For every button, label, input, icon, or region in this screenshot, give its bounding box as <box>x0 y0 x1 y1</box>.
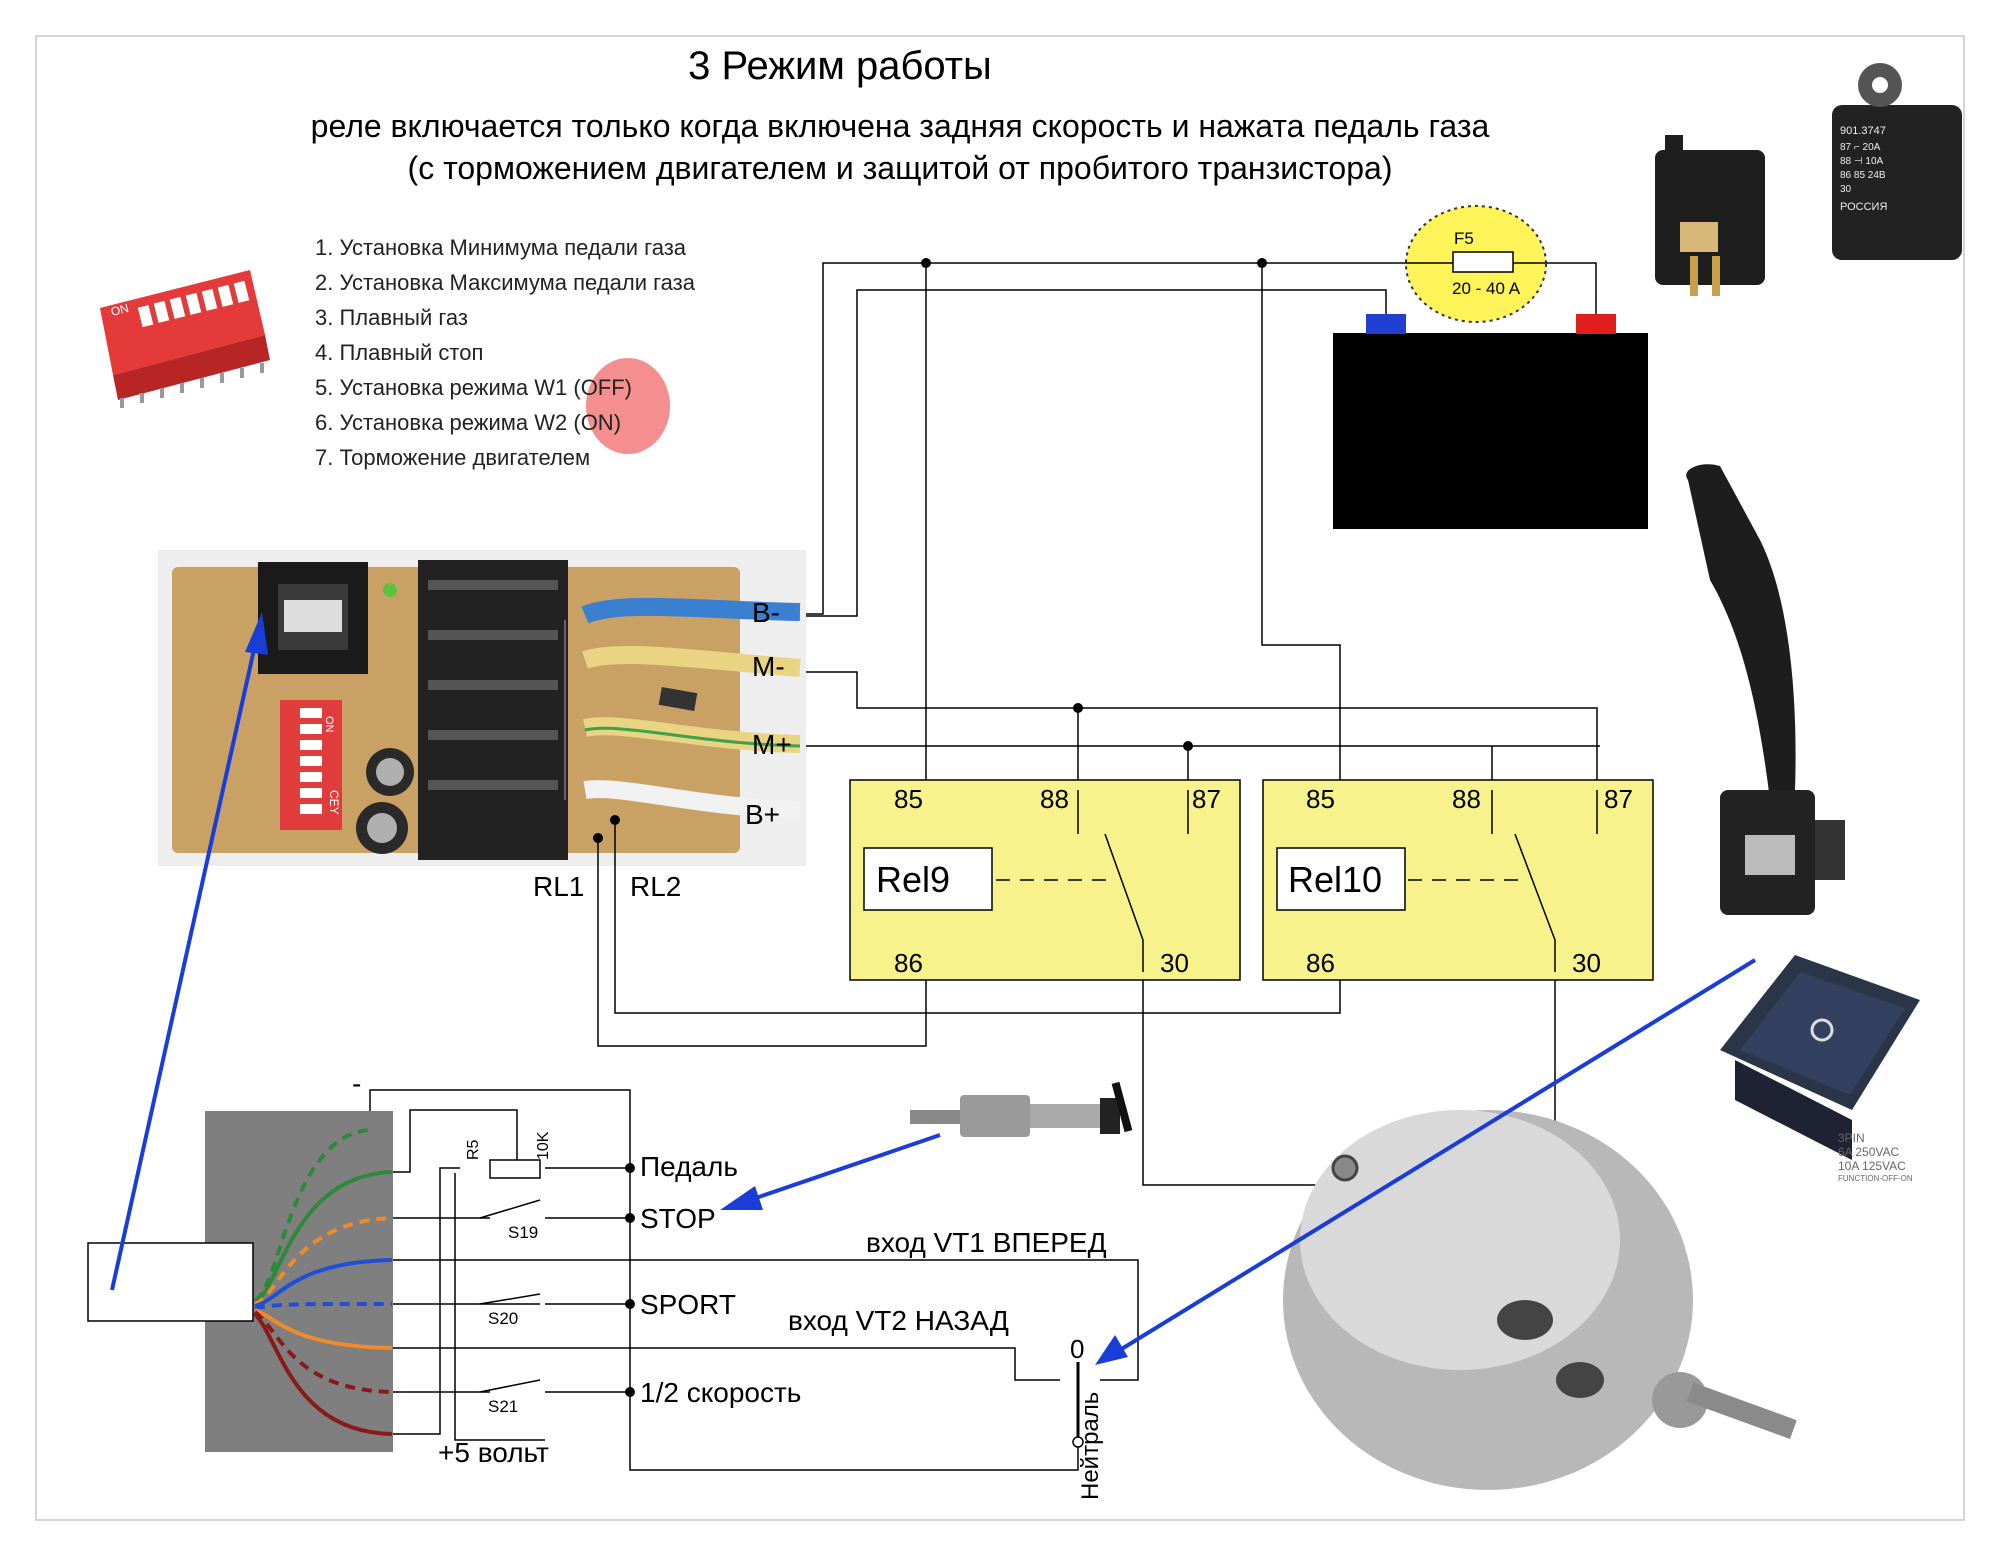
label-m-plus: M+ <box>752 729 792 760</box>
label-s20: S20 <box>488 1309 518 1328</box>
rocker-spec-4: FUNCTION-OFF-ON <box>1838 1174 1913 1183</box>
dip-photo-on-label: ON <box>109 301 130 319</box>
board-dip-on: ON <box>323 716 335 733</box>
battery-positive-terminal <box>1576 314 1616 334</box>
wire-junctions <box>593 258 1267 1397</box>
relay-photo-row3: 86 85 24В <box>1840 170 1886 181</box>
pin-88: 88 <box>1452 784 1481 814</box>
resistor-r5: R5 10K <box>465 1130 552 1179</box>
connector-minus: - <box>352 1068 361 1099</box>
blue-arrows <box>110 612 1757 1365</box>
heatsink <box>418 560 568 860</box>
relay-photo-black <box>1655 135 1765 296</box>
relay-photo-brand: РОССИЯ <box>1840 201 1887 213</box>
note-1: 1. Установка Минимума педали газа <box>315 235 687 260</box>
label-input-vt2: вход VT2 НАЗАД <box>788 1305 1009 1336</box>
rocker-spec-3: 10A 125VAC <box>1838 1159 1906 1173</box>
note-2: 2. Установка Максимума педали газа <box>315 270 695 295</box>
pedal-sensor-photo <box>910 1081 1133 1137</box>
relay-photo-labeled: 901.3747 87 ⌐ 20A 88 ⊣ 10A 86 85 24В 30 … <box>1832 63 1962 260</box>
dip-photo-dp-label: DP <box>197 267 217 285</box>
label-s21: S21 <box>488 1397 518 1416</box>
label-stop: STOP <box>640 1203 716 1234</box>
page-title: 3 Режим работы <box>688 44 992 88</box>
pin-86: 86 <box>1306 948 1335 978</box>
note-3: 3. Плавный газ <box>315 305 469 330</box>
label-rl1: RL1 <box>533 871 584 902</box>
board-dip-switch: ON CEY <box>280 700 342 830</box>
battery <box>1333 314 1648 529</box>
dc-motor-photo <box>1283 1110 1797 1490</box>
fuse-rating: 20 - 40 A <box>1452 279 1521 298</box>
relay-photo-row4: 30 <box>1840 184 1852 195</box>
label-pedal: Педаль <box>640 1151 738 1182</box>
label-zero: 0 <box>1070 1334 1084 1364</box>
relay-photo-row2: 88 ⊣ 10A <box>1840 156 1884 167</box>
rj45-socket-icon <box>258 562 368 674</box>
relay-photo-row1: 87 ⌐ 20A <box>1840 142 1881 153</box>
control-connector <box>87 1111 393 1452</box>
page-subtitle-line1: реле включается только когда включена за… <box>310 108 1490 144</box>
label-plus5v: +5 вольт <box>438 1437 549 1468</box>
fuse: F5 20 - 40 A <box>1405 205 1547 323</box>
label-sport: SPORT <box>640 1289 736 1320</box>
mode-highlight <box>586 358 670 454</box>
stalk-switch-photo <box>1686 464 1845 915</box>
battery-negative-terminal <box>1366 314 1406 334</box>
controller-board: ON CEY <box>158 550 806 866</box>
label-b-minus: B- <box>752 597 780 628</box>
label-input-vt1: вход VT1 ВПЕРЕД <box>866 1227 1107 1258</box>
note-7: 7. Торможение двигателем <box>315 445 591 470</box>
note-5: 5. Установка режима W1 (OFF) <box>315 375 633 400</box>
dip-switch-notes: 1. Установка Минимума педали газа 2. Уст… <box>315 230 695 475</box>
relay-rel10: Rel10 85 88 87 86 30 <box>1262 779 1654 981</box>
board-dip-brand: CEY <box>327 790 341 815</box>
relay-name: Rel9 <box>876 859 950 900</box>
page-frame <box>35 35 1965 1521</box>
label-b-plus: B+ <box>745 799 780 830</box>
pin-85: 85 <box>1306 784 1335 814</box>
rocker-switch-photo: 3PIN 6A 250VAC 10A 125VAC FUNCTION-OFF-O… <box>1720 955 1920 1183</box>
dip-switch-photo: ON DP <box>100 267 270 408</box>
note-4: 4. Плавный стоп <box>315 340 484 365</box>
pin-86: 86 <box>894 948 923 978</box>
pin-30: 30 <box>1572 948 1601 978</box>
resistor-name: R5 <box>465 1139 482 1160</box>
pin-85: 85 <box>894 784 923 814</box>
rocker-spec-1: 3PIN <box>1838 1131 1865 1145</box>
pin-30: 30 <box>1160 948 1189 978</box>
note-6: 6. Установка режима W2 (ON) <box>315 410 622 435</box>
label-m-minus: M- <box>752 651 785 682</box>
relay-photo-part: 901.3747 <box>1840 125 1886 137</box>
label-s19: S19 <box>508 1223 538 1242</box>
resistor-value: 10K <box>535 1131 552 1160</box>
pin-88: 88 <box>1040 784 1069 814</box>
relay-rel9: Rel9 85 88 87 86 30 <box>849 779 1241 981</box>
label-half-speed: 1/2 скорость <box>640 1377 801 1408</box>
page-subtitle-line2: (с торможением двигателем и защитой от п… <box>407 150 1393 186</box>
fuse-name: F5 <box>1454 229 1474 248</box>
relay-name: Rel10 <box>1288 859 1382 900</box>
pin-87: 87 <box>1604 784 1633 814</box>
rocker-spec-2: 6A 250VAC <box>1838 1145 1899 1159</box>
pin-87: 87 <box>1192 784 1221 814</box>
label-rl2: RL2 <box>630 871 681 902</box>
